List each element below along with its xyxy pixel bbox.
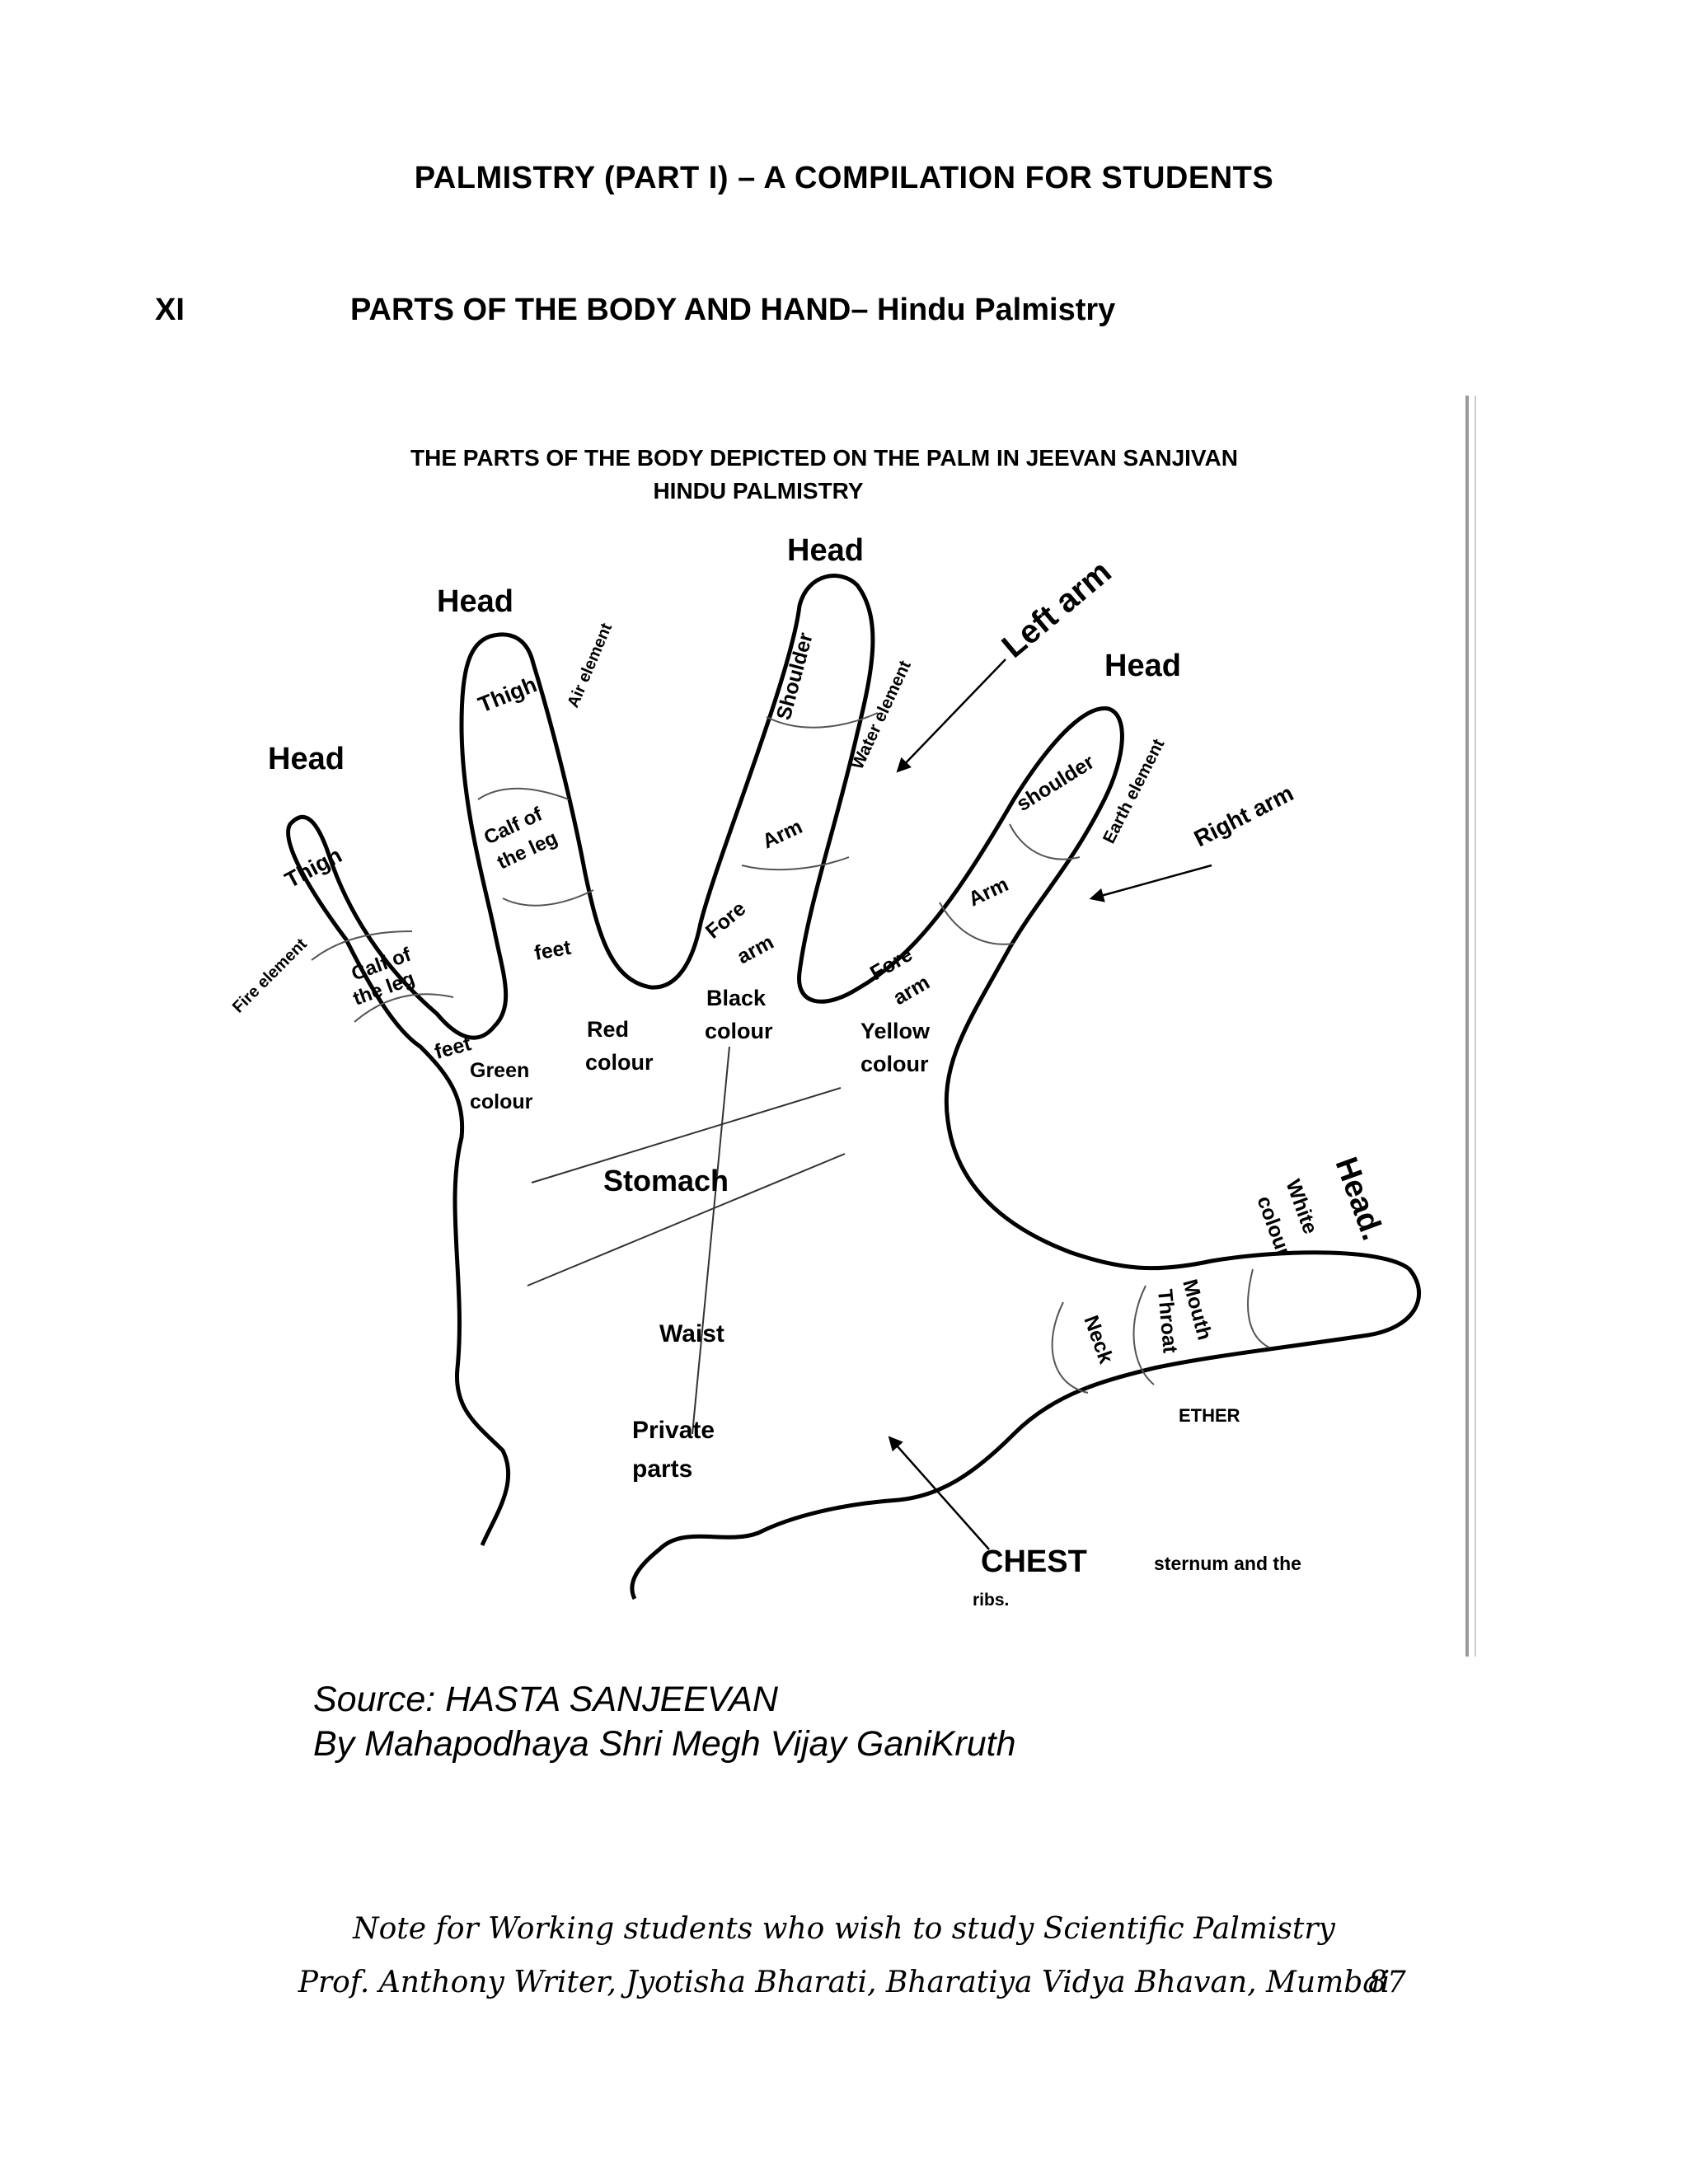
label-water-element: Water element <box>848 658 915 772</box>
label-head-middle: Head <box>787 533 864 568</box>
segment-line <box>477 787 570 800</box>
label-right-arm: Right arm <box>1190 780 1298 851</box>
palm-line-vertical <box>692 1046 730 1435</box>
section-number: XI <box>155 293 185 327</box>
section-title: PARTS OF THE BODY AND HAND– Hindu Palmis… <box>350 293 1116 327</box>
segment-line <box>1132 1285 1155 1385</box>
label-sternum: sternum and the <box>1154 1553 1301 1574</box>
label-yellow-1: Yellow <box>860 1019 931 1043</box>
label-shoulder-middle: Shoulder <box>772 630 818 722</box>
label-head-thumb: Head. <box>1329 1153 1390 1245</box>
label-head-ring: Head <box>1104 649 1181 683</box>
footer-author: Prof. Anthony Writer, Jyotisha Bharati, … <box>298 1966 1390 1999</box>
label-private-1: Private <box>632 1417 715 1444</box>
label-private-2: parts <box>632 1455 692 1483</box>
segment-line <box>1009 823 1081 860</box>
label-yellow-2: colour <box>860 1052 929 1076</box>
source-line1: Source: HASTA SANJEEVAN <box>313 1680 778 1719</box>
segment-line <box>1051 1301 1089 1394</box>
page-number: 87 <box>1368 1966 1406 1999</box>
label-thigh-index: Thigh <box>475 672 540 717</box>
label-feet-little: feet <box>432 1032 474 1064</box>
label-green-2: colour <box>470 1090 533 1113</box>
label-arm-ring: Arm <box>965 873 1012 912</box>
hand-outline <box>286 574 1421 1601</box>
palm-line-upper <box>531 1087 842 1183</box>
label-green-1: Green <box>470 1059 529 1082</box>
right-arm-arrow <box>1089 864 1212 902</box>
label-head-index: Head <box>437 584 513 619</box>
label-red-2: colour <box>585 1050 654 1075</box>
segment-line <box>766 712 879 729</box>
left-arm-arrow <box>896 658 1006 773</box>
segment-line <box>741 856 850 871</box>
segment-line <box>939 902 1015 945</box>
segment-line <box>311 930 413 961</box>
footer-note: Note for Working students who wish to st… <box>353 1912 1335 1946</box>
label-forearm-middle-1: Fore <box>701 897 751 943</box>
source-line2: By Mahapodhaya Shri Megh Vijay GaniKruth <box>313 1724 1016 1764</box>
palm-diagram: THE PARTS OF THE BODY DEPICTED ON THE PA… <box>231 396 1476 1657</box>
page-header: PALMISTRY (PART I) – A COMPILATION FOR S… <box>414 161 1274 195</box>
source-citation: Source: HASTA SANJEEVAN By Mahapodhaya S… <box>313 1677 1016 1766</box>
chest-arrow <box>888 1436 990 1550</box>
segment-line <box>1247 1268 1270 1348</box>
label-left-arm: Left arm <box>996 554 1118 665</box>
label-forearm-ring-2: arm <box>889 971 934 1010</box>
label-chest: CHEST <box>981 1544 1087 1579</box>
label-mouth: Mouth <box>1178 1277 1216 1343</box>
label-feet-index: feet <box>532 935 573 964</box>
label-waist: Waist <box>659 1320 724 1347</box>
label-stomach: Stomach <box>603 1164 729 1197</box>
label-ribs: ribs. <box>973 1591 1009 1610</box>
label-ether: ETHER <box>1179 1405 1240 1426</box>
figure-caption-line1: THE PARTS OF THE BODY DEPICTED ON THE PA… <box>410 445 1238 471</box>
figure-caption-line2: HINDU PALMISTRY <box>653 478 863 504</box>
label-black-2: colour <box>705 1019 773 1043</box>
label-neck: Neck <box>1079 1312 1118 1366</box>
label-forearm-middle-2: arm <box>734 930 778 968</box>
label-black-1: Black <box>706 986 767 1010</box>
label-red-1: Red <box>587 1017 629 1042</box>
segment-line <box>502 889 594 907</box>
label-fire-element: Fire element <box>231 935 311 1016</box>
label-throat: Throat <box>1153 1288 1182 1355</box>
label-air-element: Air element <box>564 621 616 710</box>
label-head-little: Head <box>268 742 345 776</box>
segment-line <box>354 993 454 1023</box>
palm-line-lower <box>527 1153 846 1286</box>
label-arm-middle: Arm <box>759 815 806 854</box>
